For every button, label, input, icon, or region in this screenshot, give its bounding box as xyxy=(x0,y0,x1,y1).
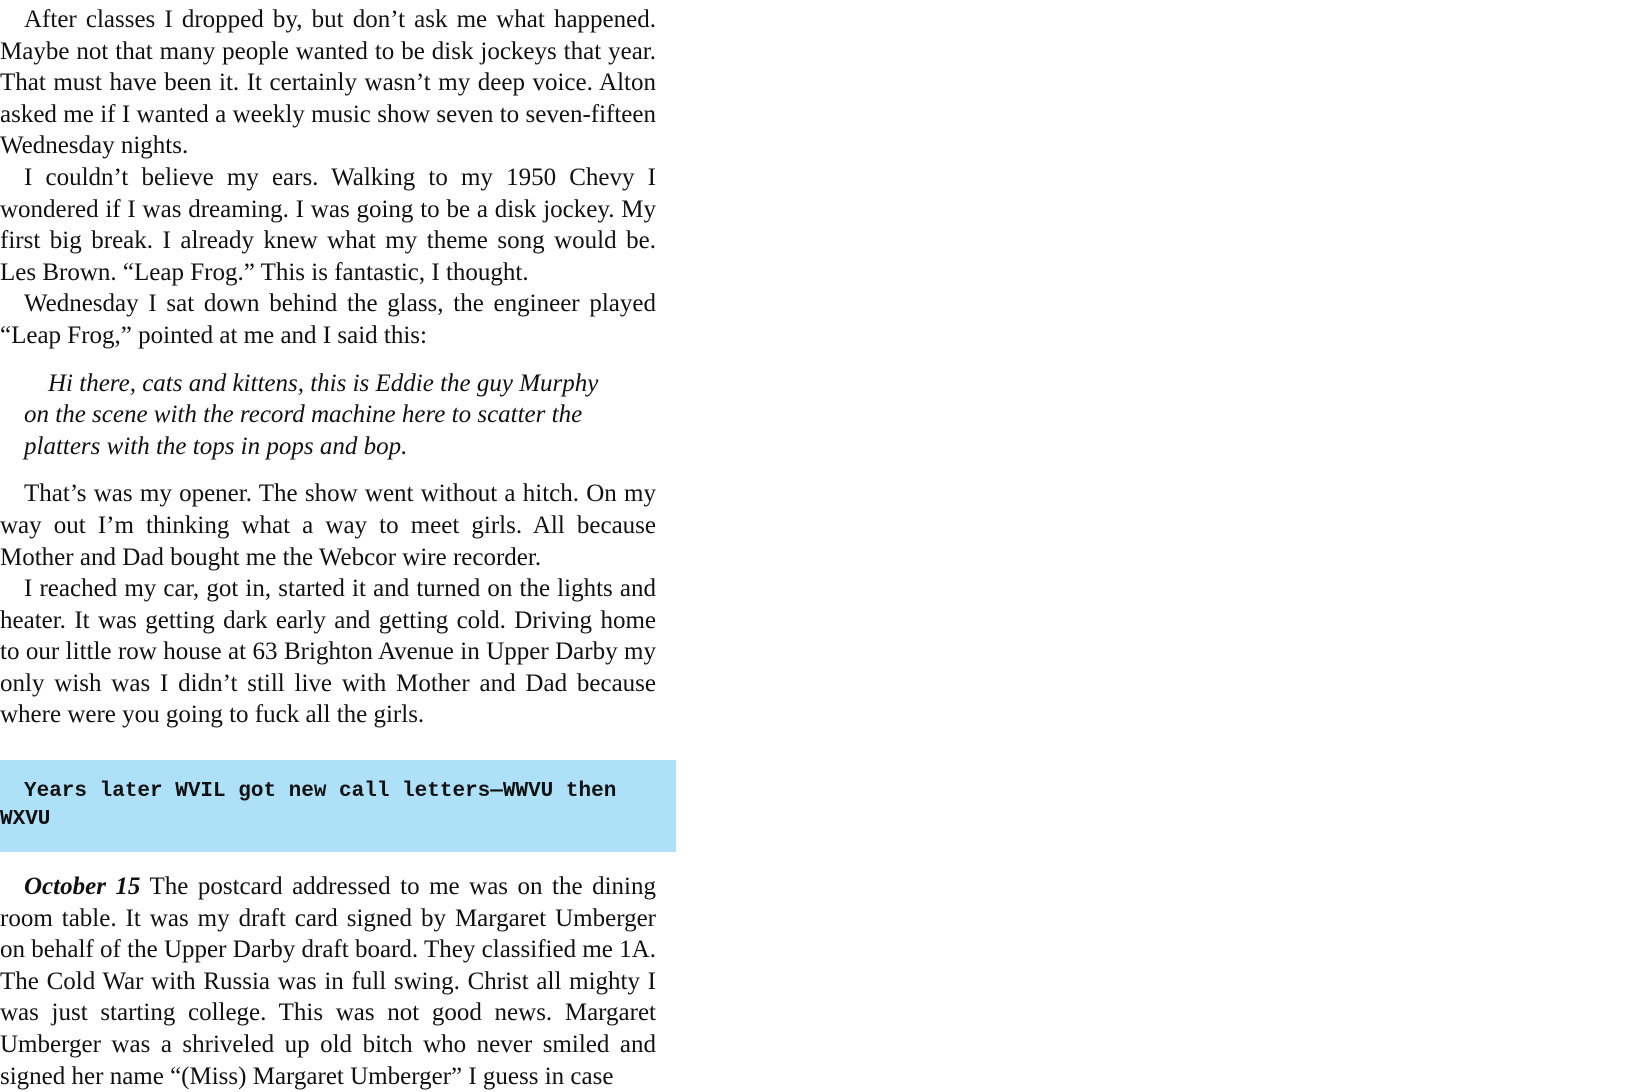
paragraph-first-show: Wednesday I sat down behind the glass, t… xyxy=(0,290,656,349)
paragraph-walking-to-chevy: I couldn’t believe my ears. Walking to m… xyxy=(0,163,656,286)
text-column-bottom: October 15 The postcard addressed to me … xyxy=(0,871,656,1092)
call-letters-note-text: Years later WVIL got new call letters—WW… xyxy=(0,780,617,831)
quote-text: Hi there, cats and kittens, this is Eddi… xyxy=(24,369,599,460)
entry-text: The postcard addressed to me was on the … xyxy=(0,873,657,1090)
text-column-top: After classes I dropped by, but don’t as… xyxy=(0,4,656,731)
call-letters-note-box: Years later WVIL got new call letters—WW… xyxy=(0,760,676,852)
entry-date-label: October 15 xyxy=(24,873,141,900)
paragraph-opener-result: That’s was my opener. The show went with… xyxy=(0,480,656,571)
paragraph-driving-home: I reached my car, got in, started it and… xyxy=(0,575,656,729)
paragraph-disk-jockey-audition: After classes I dropped by, but don’t as… xyxy=(0,6,656,160)
radio-opener-quote: Hi there, cats and kittens, this is Eddi… xyxy=(24,368,610,463)
paragraph-draft-card: October 15 The postcard addressed to me … xyxy=(0,871,656,1092)
